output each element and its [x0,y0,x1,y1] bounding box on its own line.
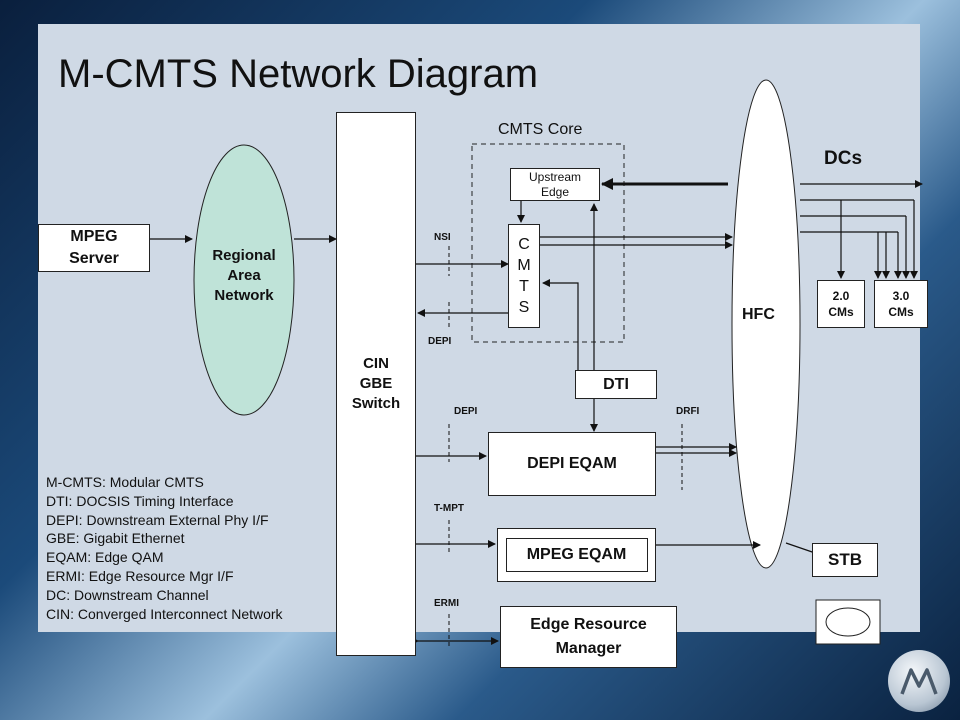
legend-item: GBE: Gigabit Ethernet [46,530,185,547]
legend-item: ERMI: Edge Resource Mgr I/F [46,567,234,584]
depi-label-mid: DEPI [454,406,478,417]
legend-item: DTI: DOCSIS Timing Interface [46,492,234,509]
regional-network-shape [193,144,295,416]
tv-tube-icon [825,607,871,637]
cmts-box: C M T S [508,224,540,328]
dti-box: DTI [575,370,657,399]
cin-gbe-switch-box: CIN GBE Switch [336,112,416,656]
legend-item: CIN: Converged Interconnect Network [46,605,283,622]
cmts-core-boundary [471,143,625,343]
legend-item: M-CMTS: Modular CMTS [46,474,204,490]
tmpt-label: T-MPT [434,503,464,514]
legend-item: EQAM: Edge QAM [46,549,164,566]
hfc-label: HFC [742,306,775,323]
stb-box: STB [812,543,878,577]
depi-eqam-box: DEPI EQAM [488,432,656,496]
mpeg-server-box: MPEG Server [38,224,150,272]
legend-item: DEPI: Downstream External Phy I/F [46,511,269,528]
cmts-core-label: CMTS Core [498,121,583,138]
mpeg-eqam-label: MPEG EQAM [505,538,648,572]
upstream-edge-box: Upstream Edge [510,168,600,201]
drfi-label: DRFI [676,406,700,417]
legend-item: DC: Downstream Channel [46,586,209,603]
ermi-label: ERMI [434,598,459,609]
hfc-shape [731,79,801,569]
edge-resource-manager-box: Edge Resource Manager [500,606,677,668]
regional-area-network-label: Regional Area Network [212,247,276,304]
page-title: M-CMTS Network Diagram [58,52,539,96]
motorola-logo-icon [888,650,950,712]
line-dti-to-cmts [542,279,579,370]
cms-3-0-box: 3.0 CMs [874,280,928,328]
cms-2-0-box: 2.0 CMs [817,280,865,328]
legend: M-CMTS: Modular CMTS DTI: DOCSIS Timing … [46,473,283,623]
mpeg-eqam-box: MPEG EQAM [497,528,656,582]
nsi-label: NSI [434,232,451,243]
tv-screen-icon [815,599,881,645]
depi-label-top: DEPI [428,336,452,347]
dcs-label: DCs [824,148,863,169]
